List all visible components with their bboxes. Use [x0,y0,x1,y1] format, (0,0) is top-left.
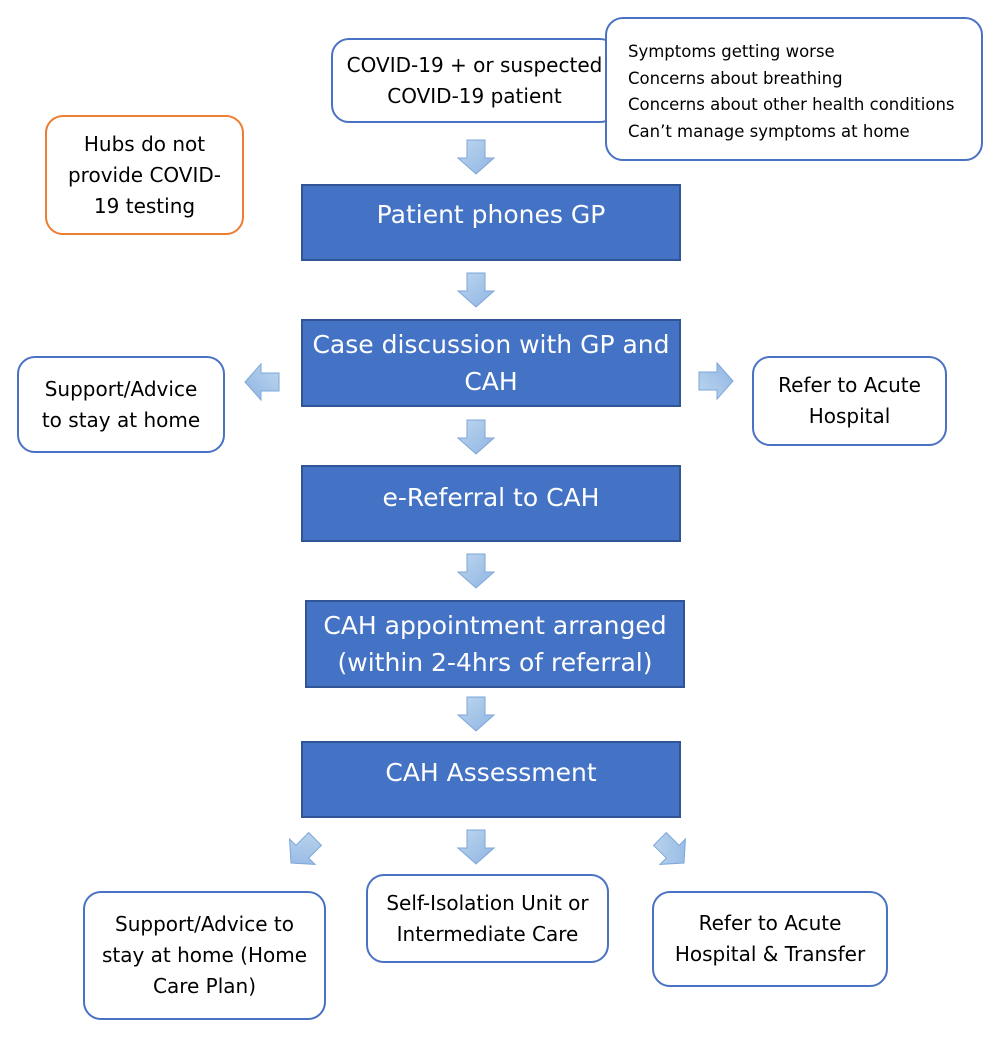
outcome-self-isolation: Self-Isolation Unit or Intermediate Care [366,874,609,963]
arrow-left-icon [244,362,280,402]
outcome-home-line-2: stay at home (Home [101,943,308,967]
side-right-line-2: Hospital [808,404,891,428]
start-line-2: COVID-19 patient [387,83,562,108]
outcome-isolation-line-2: Intermediate Care [396,921,579,946]
side-left-line-2: to stay at home [41,407,201,432]
step-cah-assessment: CAH Assessment [301,741,681,818]
arrow-down-icon [456,829,496,865]
step-patient-phones-gp: Patient phones GP [301,184,681,261]
step-e-referral: e-Referral to CAH [301,465,681,542]
testing-note: Hubs do not provide COVID- 19 testing [45,115,244,235]
note-line-1: Hubs do not [83,131,206,156]
symptom-item: Concerns about other health conditions [628,95,955,114]
step-appointment-arranged: CAH appointment arranged (within 2-4hrs … [305,600,685,688]
side-refer-acute-hospital: Refer to Acute Hospital [752,356,947,446]
step-label: CAH [464,367,518,396]
arrow-right-icon [698,361,734,401]
side-support-advice: Support/Advice to stay at home [17,356,225,453]
outcome-hospital-line-1: Refer to Acute [698,911,842,935]
step-label: e-Referral to CAH [382,483,600,512]
arrow-down-icon [456,696,496,732]
arrow-down-icon [456,553,496,589]
side-left-line-1: Support/Advice [44,376,198,401]
arrow-down-icon [456,139,496,175]
symptoms-box: Symptoms getting worse Concerns about br… [605,17,983,161]
start-line-1: COVID-19 + or suspected [346,52,603,77]
side-right-line-1: Refer to Acute [778,373,921,397]
step-label: CAH Assessment [385,758,597,787]
step-case-discussion: Case discussion with GP and CAH [301,319,681,407]
arrow-down-icon [456,272,496,308]
step-label: Case discussion with GP and [312,330,670,359]
symptom-item: Symptoms getting worse [628,42,835,61]
start-node: COVID-19 + or suspected COVID-19 patient [331,38,618,123]
outcome-home-care-plan: Support/Advice to stay at home (Home Car… [83,891,326,1020]
step-label: Patient phones GP [376,200,606,229]
outcome-refer-hospital-transfer: Refer to Acute Hospital & Transfer [652,891,888,987]
outcome-home-line-3: Care Plan) [152,974,257,998]
note-line-3: 19 testing [93,193,196,218]
outcome-home-line-1: Support/Advice to [115,912,294,936]
step-label: (within 2-4hrs of referral) [337,648,653,677]
note-line-2: provide COVID- [67,162,222,187]
outcome-hospital-line-2: Hospital & Transfer [674,942,866,966]
step-label: CAH appointment arranged [323,611,667,640]
arrow-down-left-icon [288,831,323,866]
arrow-down-icon [456,419,496,455]
outcome-isolation-line-1: Self-Isolation Unit or [386,890,589,915]
symptom-item: Can’t manage symptoms at home [628,121,910,141]
symptom-item: Concerns about breathing [628,68,843,88]
arrow-down-right-icon [652,831,687,866]
